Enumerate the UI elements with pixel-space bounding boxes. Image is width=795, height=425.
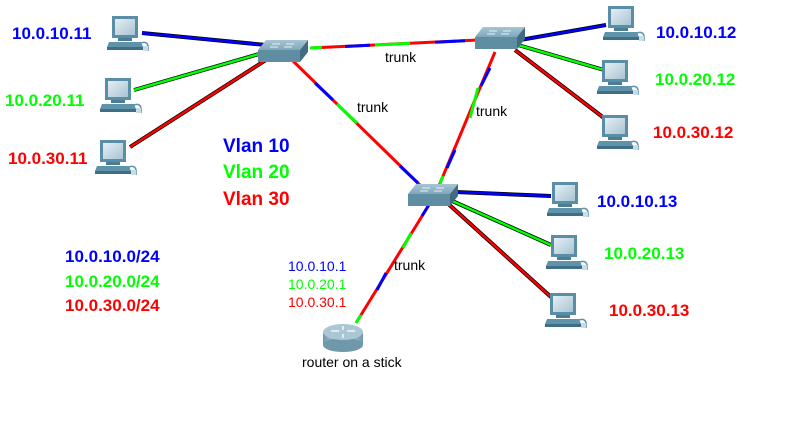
legend-vlan10: Vlan 10 bbox=[223, 136, 290, 157]
host-label-pc2-vlan30: 10.0.30.12 bbox=[653, 123, 734, 142]
pc-10-0-20-12-icon[interactable] bbox=[596, 59, 639, 96]
host-label-pc3-vlan10: 10.0.10.13 bbox=[597, 192, 678, 211]
pc-10-0-10-12-icon[interactable] bbox=[602, 5, 645, 42]
router-label: router on a stick bbox=[302, 354, 402, 370]
router-if-vlan20: 10.0.20.1 bbox=[288, 276, 347, 292]
trunk-label-sw1-sw3: trunk bbox=[357, 99, 389, 115]
router-if-vlan10: 10.0.10.1 bbox=[288, 258, 347, 274]
trunk-label-sw3-router: trunk bbox=[394, 257, 426, 273]
pc-10-0-20-11-icon[interactable] bbox=[99, 77, 142, 114]
trunk-label-sw2-sw3: trunk bbox=[476, 103, 508, 119]
host-label-pc2-vlan10: 10.0.10.12 bbox=[656, 23, 737, 42]
host-label-pc1-vlan30: 10.0.30.11 bbox=[8, 149, 88, 168]
router-icon[interactable] bbox=[322, 323, 364, 353]
pc-10-0-10-11-icon[interactable] bbox=[106, 15, 149, 52]
switch-2-icon[interactable] bbox=[474, 26, 526, 50]
host-label-pc1-vlan20: 10.0.20.11 bbox=[5, 91, 85, 110]
pc-10-0-10-13-icon[interactable] bbox=[546, 181, 589, 218]
legend-vlan20: Vlan 20 bbox=[223, 162, 290, 183]
trunk-links bbox=[290, 38, 497, 324]
trunk-label-sw1-sw2: trunk bbox=[385, 49, 417, 65]
switch-3-icon[interactable] bbox=[407, 183, 459, 207]
trunk-sw1-sw2 bbox=[309, 38, 479, 50]
host-label-pc3-vlan20: 10.0.20.13 bbox=[604, 244, 685, 263]
pc-10-0-20-13-icon[interactable] bbox=[545, 234, 588, 271]
legend-vlan30: Vlan 30 bbox=[223, 189, 290, 210]
trunk-sw1-sw3 bbox=[290, 58, 427, 192]
host-label-pc3-vlan30: 10.0.30.13 bbox=[609, 301, 690, 320]
subnet-vlan20: 10.0.20.0/24 bbox=[65, 272, 160, 291]
subnet-vlan10: 10.0.10.0/24 bbox=[65, 247, 160, 266]
trunk-sw2-sw3 bbox=[436, 51, 497, 189]
pc-10-0-30-12-icon[interactable] bbox=[596, 114, 639, 151]
access-links bbox=[128, 23, 607, 299]
host-label-pc2-vlan20: 10.0.20.12 bbox=[655, 70, 736, 89]
router-if-vlan30: 10.0.30.1 bbox=[288, 294, 347, 310]
pc-10-0-30-13-icon[interactable] bbox=[544, 292, 587, 329]
subnet-vlan30: 10.0.30.0/24 bbox=[65, 296, 160, 315]
host-label-pc1-vlan10: 10.0.10.11 bbox=[12, 24, 92, 43]
switch-1-icon[interactable] bbox=[257, 39, 309, 63]
